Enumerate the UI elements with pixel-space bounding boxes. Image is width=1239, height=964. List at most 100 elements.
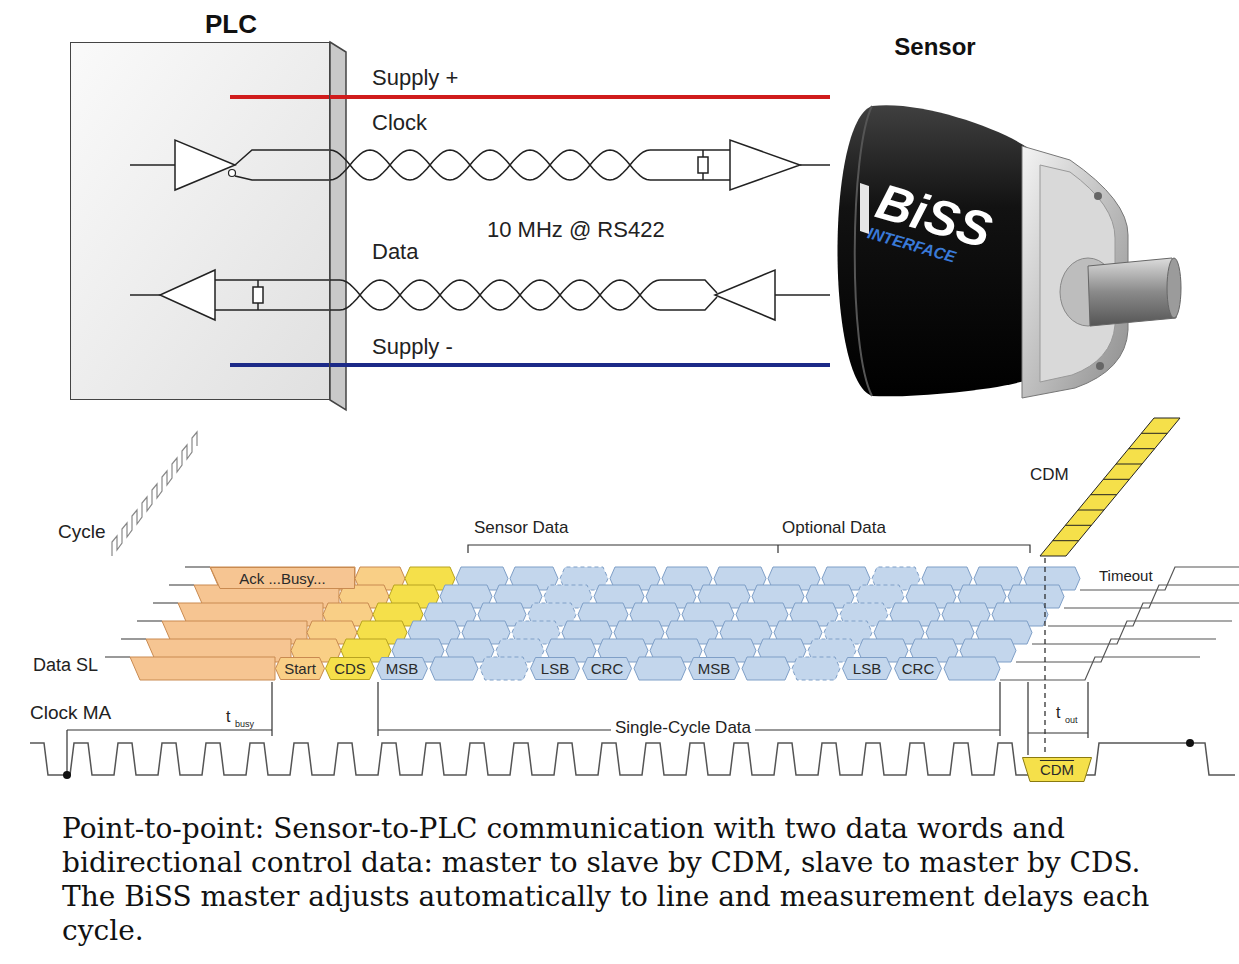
timeout-bracket (1028, 682, 1088, 755)
line-driver (715, 270, 775, 320)
cell-label: MSB (386, 660, 419, 677)
cell-shape (211, 568, 355, 589)
twisted-wire (330, 150, 650, 180)
cell-shape (276, 658, 325, 680)
signal-line (1048, 603, 1239, 626)
data-bit-cell: MSB (688, 657, 740, 680)
wire (650, 179, 730, 181)
cell-label: CRC (902, 660, 935, 677)
wire-connector (330, 365, 830, 366)
data-bit (944, 657, 1000, 680)
signal-label: 10 MHz @ RS422 (487, 218, 665, 242)
cell-shape (583, 658, 632, 680)
busy-band (130, 657, 275, 680)
data-bit (634, 657, 686, 680)
signal-label: Timeout (1095, 568, 1157, 585)
inverting-bubble (229, 170, 236, 177)
signal-line (137, 620, 162, 621)
supply-wire (330, 363, 830, 367)
signal-label: Cycle (58, 522, 106, 543)
cell-shape (895, 658, 942, 680)
encoder-body-edge (855, 106, 872, 396)
data-bit-cell: LSB (530, 657, 580, 680)
wire (650, 149, 730, 151)
cell-label: LSB (541, 660, 569, 677)
data-bit (480, 657, 528, 680)
cdm-marker-line (1044, 558, 1045, 755)
wire (660, 280, 717, 293)
cell-label: MSB (698, 660, 731, 677)
data-bit (792, 657, 840, 680)
cell-shape (1023, 758, 1092, 782)
wire (257, 280, 259, 287)
signal-label: Optional Data (782, 519, 886, 538)
signal-label: Single-Cycle Data (611, 719, 755, 738)
cell-label: Start (284, 660, 316, 677)
busy-band: Ack ...Busy... (210, 567, 355, 589)
signal-label: Data SL (33, 656, 98, 676)
cell-label: CRC (591, 660, 624, 677)
wire-label: Data (372, 240, 418, 264)
clock-driver-output (235, 176, 330, 180)
cell-label: LSB (853, 660, 881, 677)
signal-label: Sensor Data (474, 519, 569, 538)
signal-label: Clock MA (30, 703, 111, 724)
clock-dot (1186, 739, 1194, 747)
clock-driver-output (235, 150, 330, 165)
data-bracket (468, 545, 1030, 553)
crc-cell: CRC (894, 657, 942, 680)
wire (215, 309, 340, 311)
clock-driver-input (130, 164, 175, 166)
wire-label: Supply - (372, 335, 453, 359)
busy-band (210, 567, 355, 590)
supply-minus-stub (230, 363, 330, 367)
cdm-band-stripes (1053, 433, 1168, 540)
data-bit-cell: MSB (376, 657, 428, 680)
cdm-band (1040, 418, 1180, 556)
signal-line (1016, 639, 1216, 662)
busy-time-bracket (67, 682, 272, 775)
wire-connector (330, 140, 830, 190)
wire-connector (160, 270, 830, 320)
signal-label: out (1065, 716, 1078, 726)
cycle-layers (105, 567, 1239, 680)
encoder-shaft (1088, 258, 1178, 326)
signal-line (153, 602, 178, 603)
flange-hole (1094, 192, 1102, 200)
cell-shape (377, 658, 428, 680)
supply-wire (330, 95, 830, 99)
cell-shape (326, 658, 375, 680)
twisted-wire (340, 280, 660, 310)
data-bit-cell: LSB (842, 657, 892, 680)
box-title: Sensor (894, 33, 975, 61)
wire (660, 297, 717, 310)
resistor-symbol (698, 157, 708, 173)
flange-hole (1096, 362, 1104, 370)
twisted-wire (340, 280, 660, 310)
wire (775, 294, 830, 296)
signal-line (185, 566, 210, 567)
cds-bit-cell: CDS (325, 657, 375, 680)
wire-label: Supply + (372, 66, 458, 90)
figure-caption: Point-to-point: Sensor-to-PLC communicat… (62, 812, 1202, 948)
clock-line-driver (175, 140, 235, 190)
signal-line (1064, 585, 1239, 608)
signal-line (1000, 657, 1200, 680)
wire-label: Clock (372, 111, 427, 135)
cell-label: CDS (334, 660, 366, 677)
start-bit-cell: Start (275, 657, 325, 680)
crc-cell: CRC (582, 657, 632, 680)
encoder-sensor: SensorBiSSINTERFACE (830, 95, 1180, 395)
wire (257, 303, 259, 310)
cdm-bit-cell: CDM (1022, 757, 1092, 782)
data-receiver-output (130, 294, 160, 296)
signal-label: CDM (1030, 466, 1069, 485)
signal-line (105, 656, 130, 657)
cell-label: Ack ...Busy... (239, 570, 325, 587)
signal-line (1080, 567, 1239, 590)
data-bit (430, 657, 478, 680)
wire (702, 150, 704, 157)
encoder-body (838, 105, 1029, 396)
signal-line (121, 638, 146, 639)
signal-label: t (226, 708, 230, 726)
